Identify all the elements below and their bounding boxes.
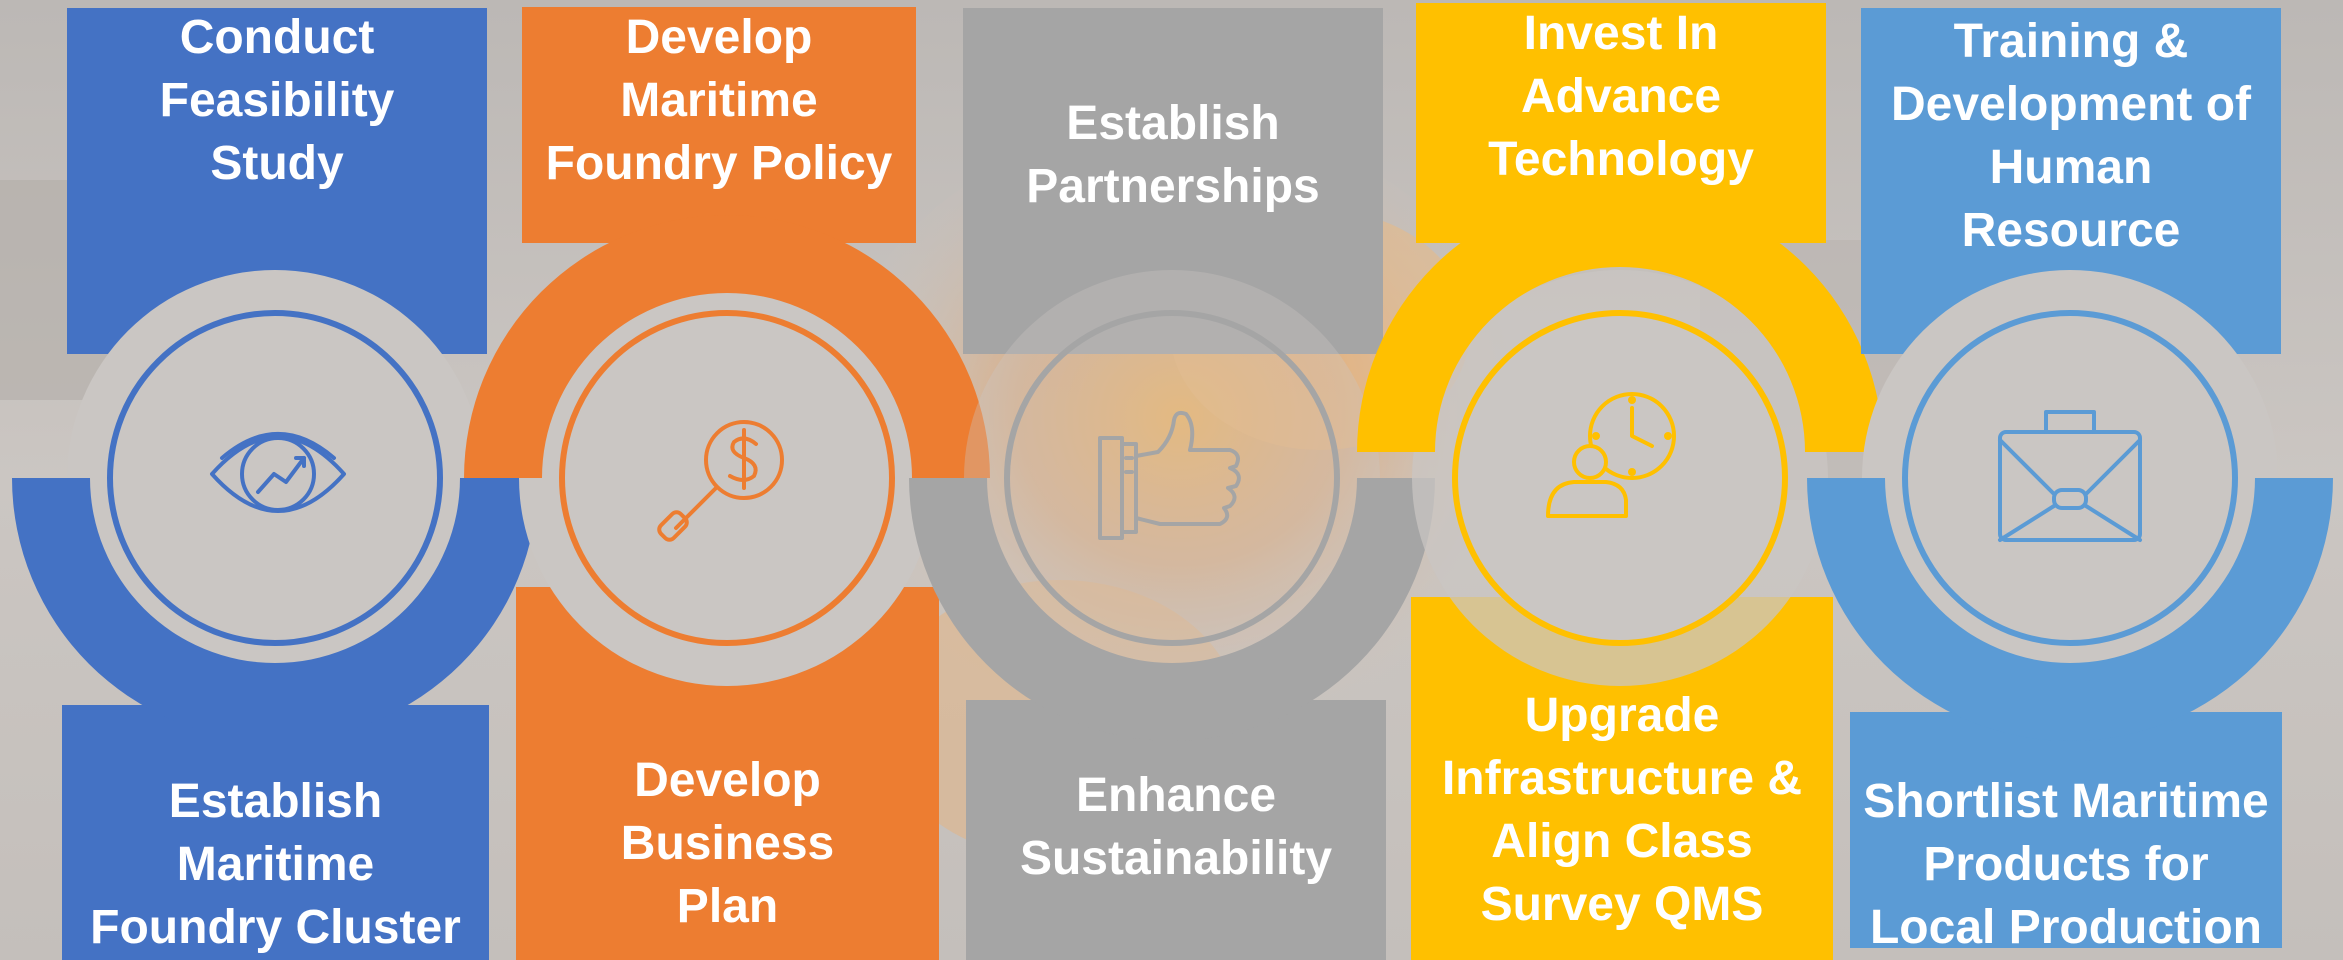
step-2-top-label: Develop Maritime Foundry Policy [545,10,893,190]
step-2-arc [464,215,990,478]
step-1-arc [12,478,538,741]
step-3-arc [909,478,1435,741]
step-5-arc [1807,478,2333,741]
thumbs-up-icon [1098,410,1241,540]
step-1-bottom-box [62,705,489,960]
step-3-ring [1004,310,1340,646]
briefcase-icon [1998,410,2142,542]
step-1-top-label: Conduct Feasibility Study [159,11,395,190]
magnifier-dollar-icon [657,420,784,542]
step-1-bottom-label: Establish Maritime Foundry Cluster [90,774,461,954]
step-5-bottom-label: Shortlist Maritime Products for Local Pr… [1863,774,2269,954]
step-5-top-label: Training & Development of Human Resource [1890,15,2252,257]
step-3-bottom-box [966,700,1386,960]
step-3-top-box [963,8,1383,354]
step-2-ring [559,310,895,646]
step-4-bottom-label: Upgrade Infrastructure & Align Class Sur… [1441,689,1803,931]
step-5-ring [1902,310,2238,646]
step-3-gap-ring [964,270,1380,686]
step-2-top-box [522,7,916,243]
step-5-bottom-box [1850,712,2282,948]
step-4-top-label: Invest In Advance Technology [1488,6,1754,186]
step-4-arc [1357,189,1883,452]
person-clock-icon [1546,392,1676,518]
eye-chart-icon [210,432,346,513]
step-2-bottom-label: Develop Business Plan [620,753,835,933]
step-3-bottom-label: Enhance Sustainability [1019,769,1333,885]
step-3-top-label: Establish Partnerships [1026,97,1320,213]
step-1-ring [107,310,443,646]
